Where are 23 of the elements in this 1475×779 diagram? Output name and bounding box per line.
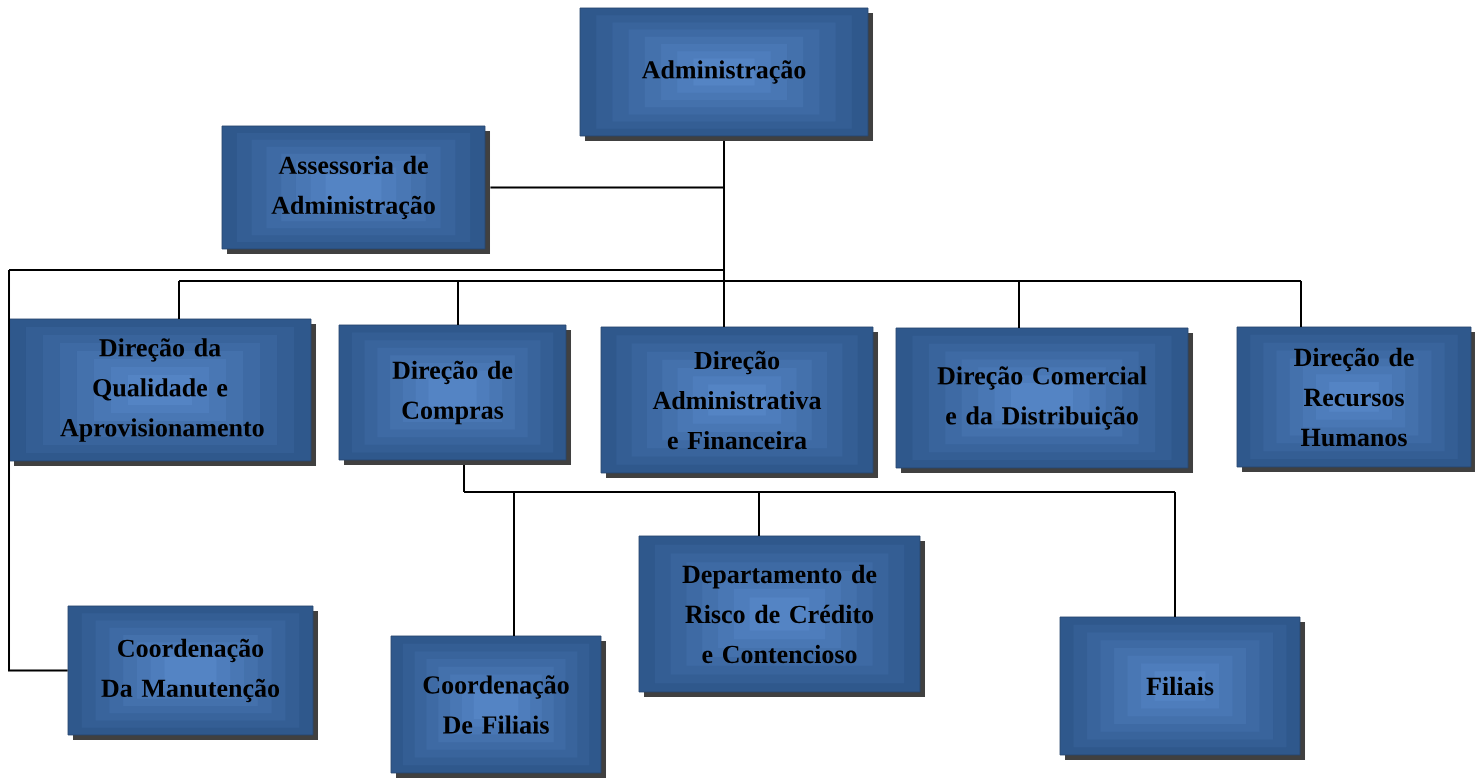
connector-line [178, 280, 180, 320]
org-box: Direção de Recursos Humanos [1236, 326, 1475, 472]
org-box: Direção da Qualidade e Aprovisionamento [8, 318, 316, 466]
connector-line [1300, 280, 1302, 328]
org-box: Direção Administrativa e Financeira [600, 326, 878, 478]
connector-line [463, 464, 1176, 493]
org-box: Assessoria de Administração [221, 125, 490, 254]
org-box: Coordenação Da Manutenção [67, 605, 318, 740]
org-box: Direção Comercial e da Distribuição [895, 327, 1193, 473]
org-box: Departamento de Risco de Crédito e Contencioso [638, 535, 925, 697]
connector-line [1018, 280, 1020, 329]
org-box: Administração [579, 7, 873, 141]
connector-line [758, 491, 760, 537]
connector-line [8, 269, 69, 672]
connector-line [513, 491, 515, 637]
org-box: Coordenação De Filiais [390, 635, 606, 778]
connector-line [489, 186, 725, 189]
connector-line [723, 280, 725, 328]
org-box: Direção de Compras [338, 324, 571, 465]
connector-line [8, 140, 1302, 282]
connector-line [457, 280, 459, 326]
org-box: Filiais [1059, 616, 1305, 760]
connector-line [1174, 491, 1176, 618]
